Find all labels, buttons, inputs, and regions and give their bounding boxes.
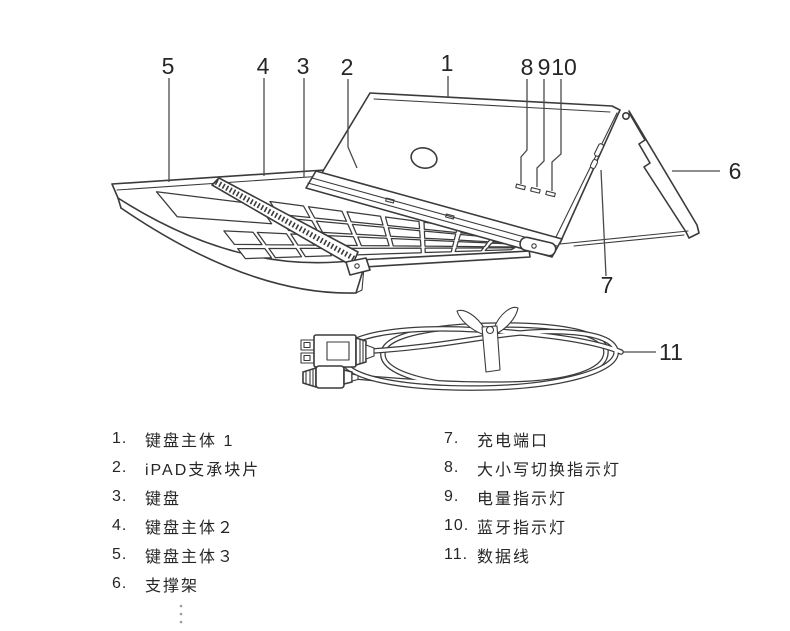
callout-numbers: 5 4 3 2 1 8 9 10 6 7 11: [162, 50, 742, 365]
panel-outline: [319, 92, 621, 244]
fold-latch: [345, 257, 371, 276]
legend-item-9: 9. 电量指示灯: [444, 482, 621, 511]
legend-item-label: 电量指示灯: [477, 490, 568, 508]
legend-item-label: 键盘主体３: [145, 548, 236, 566]
legend-item-2: 2. iPAD支承块片: [112, 453, 260, 482]
callout-number-11: 11: [659, 339, 683, 365]
legend-item-label: 键盘主体２: [145, 519, 236, 537]
legend-item-number: 4.: [112, 516, 128, 534]
usb-cable: [300, 306, 624, 391]
legend-item-label: 蓝牙指示灯: [477, 519, 568, 537]
legend-item-11: 11. 数据线: [444, 540, 621, 569]
ellipsis-dots: [179, 604, 183, 624]
legend-item-5: 5. 键盘主体３: [112, 540, 260, 569]
indicator-lights: [515, 183, 556, 198]
keyboard-key: [384, 216, 421, 230]
keyboard-key: [237, 247, 273, 260]
parts-legend-left: 1. 键盘主体 1 2. iPAD支承块片 3. 键盘 4. 键盘主体２ 5. …: [112, 424, 260, 598]
keyboard-key: [351, 223, 387, 237]
legend-item-label: 充电端口: [477, 432, 550, 450]
callout-number-2: 2: [341, 54, 354, 80]
raised-panel: [319, 92, 630, 244]
keyboard-key: [223, 230, 263, 246]
callout-number-8: 8: [521, 54, 534, 80]
callout-number-1: 1: [441, 50, 454, 76]
charging-port: [589, 143, 604, 170]
micro-usb-connector: [302, 365, 359, 389]
callout-number-3: 3: [297, 53, 310, 79]
parts-legend-right: 7. 充电端口 8. 大小写切换指示灯 9. 电量指示灯 10. 蓝牙指示灯 1…: [444, 424, 621, 569]
callout-leaders: [168, 76, 720, 353]
hinge-latch: [519, 236, 557, 257]
fold-hinge-band: [211, 177, 371, 276]
support-stand: [559, 110, 700, 247]
legend-item-label: 支撑架: [145, 577, 200, 595]
legend-item-number: 11.: [444, 545, 469, 563]
legend-item-number: 8.: [444, 458, 460, 476]
keyboard-key: [423, 230, 457, 241]
legend-item-label: iPAD支承块片: [145, 461, 261, 479]
hinge-pin: [621, 112, 630, 121]
legend-item-label: 数据线: [477, 548, 532, 566]
legend-item-number: 2.: [112, 458, 128, 476]
legend-item-number: 3.: [112, 487, 128, 505]
keyboard-key: [484, 247, 516, 252]
legend-item-number: 1.: [112, 429, 128, 447]
usb-a-connector: [300, 334, 375, 368]
legend-item-1: 1. 键盘主体 1: [112, 424, 260, 453]
leader-10: [551, 79, 562, 191]
keyboard-key: [456, 240, 488, 248]
legend-item-number: 10.: [444, 516, 470, 534]
keyboard-key: [268, 247, 303, 259]
legend-item-10: 10. 蓝牙指示灯: [444, 511, 621, 540]
callout-number-6: 6: [729, 158, 742, 184]
callout-number-5: 5: [162, 53, 175, 79]
capslock-indicator-light: [515, 183, 526, 191]
battery-indicator-light: [530, 187, 541, 194]
fold-hatch: [214, 179, 357, 262]
keyboard-key: [454, 247, 485, 253]
keyboard-key: [256, 231, 295, 246]
keyboard-key: [424, 239, 455, 248]
legend-item-6: 6. 支撑架: [112, 569, 260, 598]
keyboard-key: [315, 220, 353, 235]
keyboard-key: [357, 236, 390, 247]
legend-item-number: 7.: [444, 429, 460, 447]
leader-9: [536, 79, 545, 187]
legend-item-label: 键盘: [145, 490, 182, 508]
leader-7: [600, 169, 607, 277]
leader-8: [520, 79, 528, 184]
callout-number-7: 7: [601, 272, 614, 298]
callout-number-10: 10: [551, 54, 577, 80]
leader-2: [347, 79, 358, 169]
legend-item-number: 6.: [112, 574, 128, 592]
keyboard-key: [387, 227, 421, 239]
legend-item-label: 键盘主体 1: [145, 432, 235, 450]
keyboard-key: [155, 191, 273, 225]
ipad-support-tray: [305, 147, 563, 258]
legend-item-7: 7. 充电端口: [444, 424, 621, 453]
legend-item-number: 9.: [444, 487, 460, 505]
cable-tie: [456, 306, 519, 373]
legend-item-3: 3. 键盘: [112, 482, 260, 511]
tray-thumb-bump: [410, 147, 438, 169]
callout-number-4: 4: [257, 53, 270, 79]
bluetooth-indicator-light: [545, 190, 556, 198]
legend-item-4: 4. 键盘主体２: [112, 511, 260, 540]
legend-item-8: 8. 大小写切换指示灯: [444, 453, 621, 482]
keyboard-key: [424, 247, 453, 254]
keyboard-key: [346, 211, 384, 226]
keyboard-key: [390, 237, 422, 247]
callout-number-9: 9: [538, 54, 551, 80]
legend-item-label: 大小写切换指示灯: [477, 461, 622, 479]
legend-item-number: 5.: [112, 545, 128, 563]
keyboard-key: [307, 206, 348, 222]
